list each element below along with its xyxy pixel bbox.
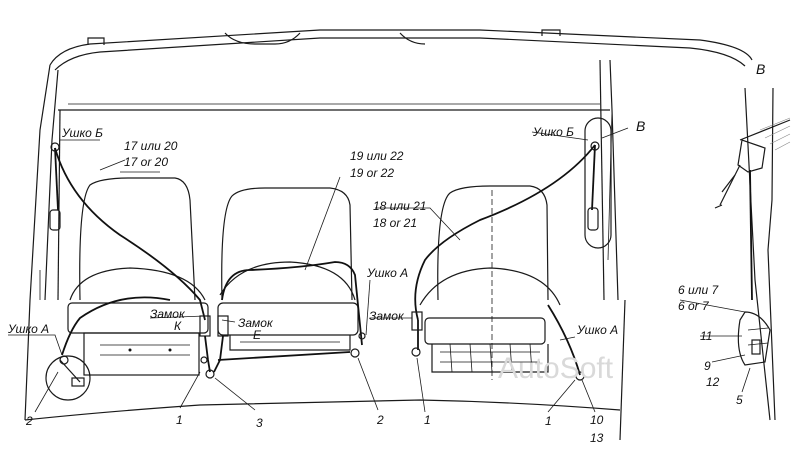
callout-9: 9 xyxy=(704,359,711,373)
label-zamok-right: Замок xyxy=(369,309,405,323)
label-belt-left-ru: 17 или 20 xyxy=(124,139,178,153)
callout-1-center: 1 xyxy=(424,413,431,427)
label-belt-right-ru: 18 или 21 xyxy=(373,199,426,213)
label-zamok-e: Замок xyxy=(238,316,274,330)
label-zamok-e-letter: Е xyxy=(253,328,262,342)
callout-10: 10 xyxy=(590,413,604,427)
label-view-ref: В xyxy=(636,118,645,134)
callout-2-center: 2 xyxy=(376,413,384,427)
detail-outline-right xyxy=(584,117,612,249)
left-belt xyxy=(45,142,215,401)
label-belt-center-ru: 19 или 22 xyxy=(350,149,404,163)
label-zamok-k: Замок xyxy=(150,307,186,321)
detail-circle-left xyxy=(45,355,91,401)
callout-11: 11 xyxy=(700,329,712,343)
label-ushko-b-left: Ушко Б xyxy=(61,126,103,140)
label-belt-left-en: 17 or 20 xyxy=(124,155,168,169)
leader-lines xyxy=(8,131,596,413)
callout-3: 3 xyxy=(256,416,263,430)
watermark: AutoSoft xyxy=(498,352,614,385)
label-belt-right-en: 18 or 21 xyxy=(373,216,417,230)
callout-1-right: 1 xyxy=(545,414,552,428)
callout-1-left: 1 xyxy=(176,413,183,427)
label-belt-center-en: 19 or 22 xyxy=(350,166,394,180)
center-seat xyxy=(217,187,359,351)
detail-view-b xyxy=(679,87,791,421)
label-view-title: В xyxy=(756,61,765,77)
label-ushko-a-right: Ушко А xyxy=(576,323,618,337)
label-ushko-a-center: Ушко А xyxy=(366,266,408,280)
callout-13: 13 xyxy=(590,431,604,445)
callout-12: 12 xyxy=(706,375,720,389)
left-seat xyxy=(67,177,209,376)
label-ushko-a-left: Ушко А xyxy=(7,322,49,336)
label-zamok-k-letter: К xyxy=(174,319,182,333)
cab-outline xyxy=(24,29,753,441)
center-belt xyxy=(213,261,366,373)
right-belt xyxy=(411,141,600,381)
label-detail-en: 6 or 7 xyxy=(678,299,710,313)
callout-5: 5 xyxy=(736,393,743,407)
label-detail-ru: 6 или 7 xyxy=(678,283,719,297)
right-seat xyxy=(419,185,561,380)
label-ushko-b-right: Ушко Б xyxy=(532,125,574,139)
callout-2-left: 2 xyxy=(25,414,33,428)
